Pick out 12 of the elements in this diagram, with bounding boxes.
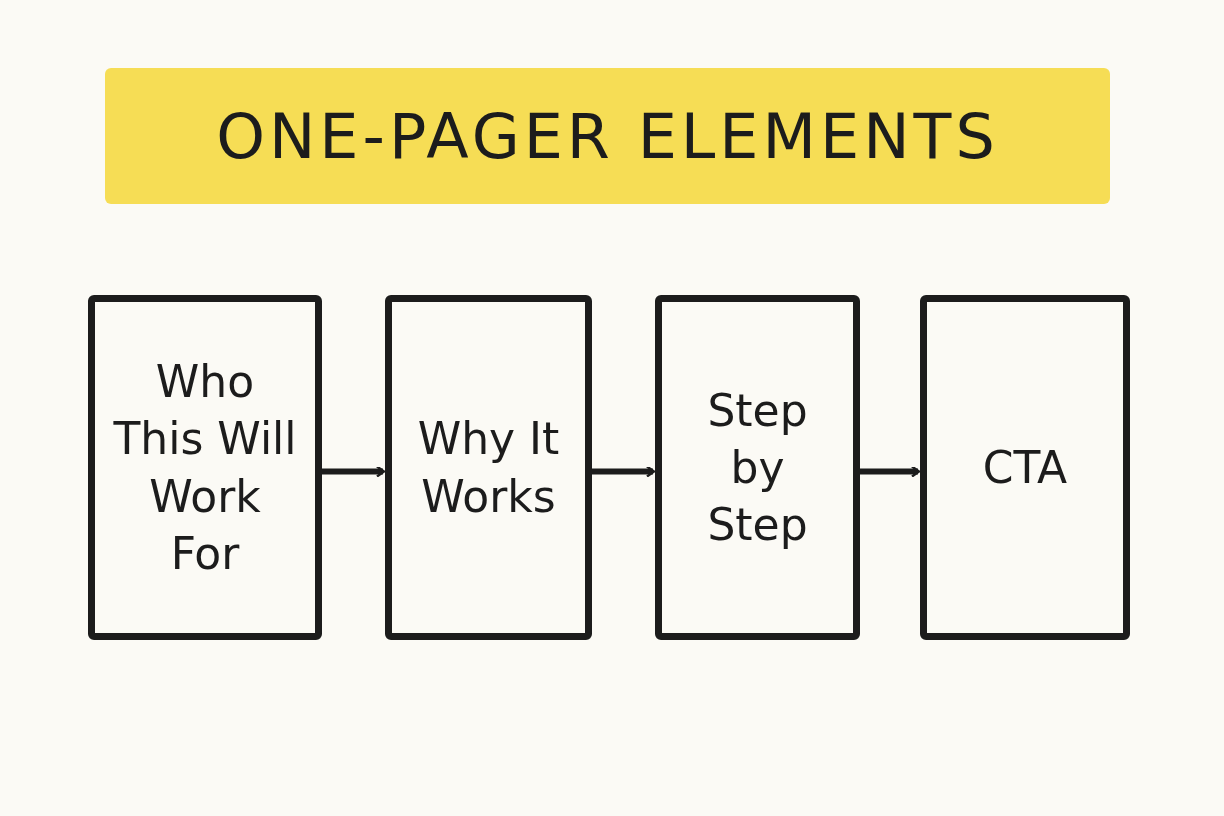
process-box <box>88 295 322 640</box>
box-label: Who This Will Work For <box>112 355 298 581</box>
box-label: CTA <box>981 440 1069 495</box>
arrow <box>860 465 921 478</box>
arrow <box>592 465 656 478</box>
arrow <box>322 465 386 478</box>
title: ONE-PAGER ELEMENTS <box>216 99 999 173</box>
process-box <box>385 295 592 640</box>
box-label: Why It Works <box>416 412 561 524</box>
box-label: Step by Step <box>706 383 809 553</box>
process-box <box>920 295 1130 640</box>
process-box <box>655 295 860 640</box>
